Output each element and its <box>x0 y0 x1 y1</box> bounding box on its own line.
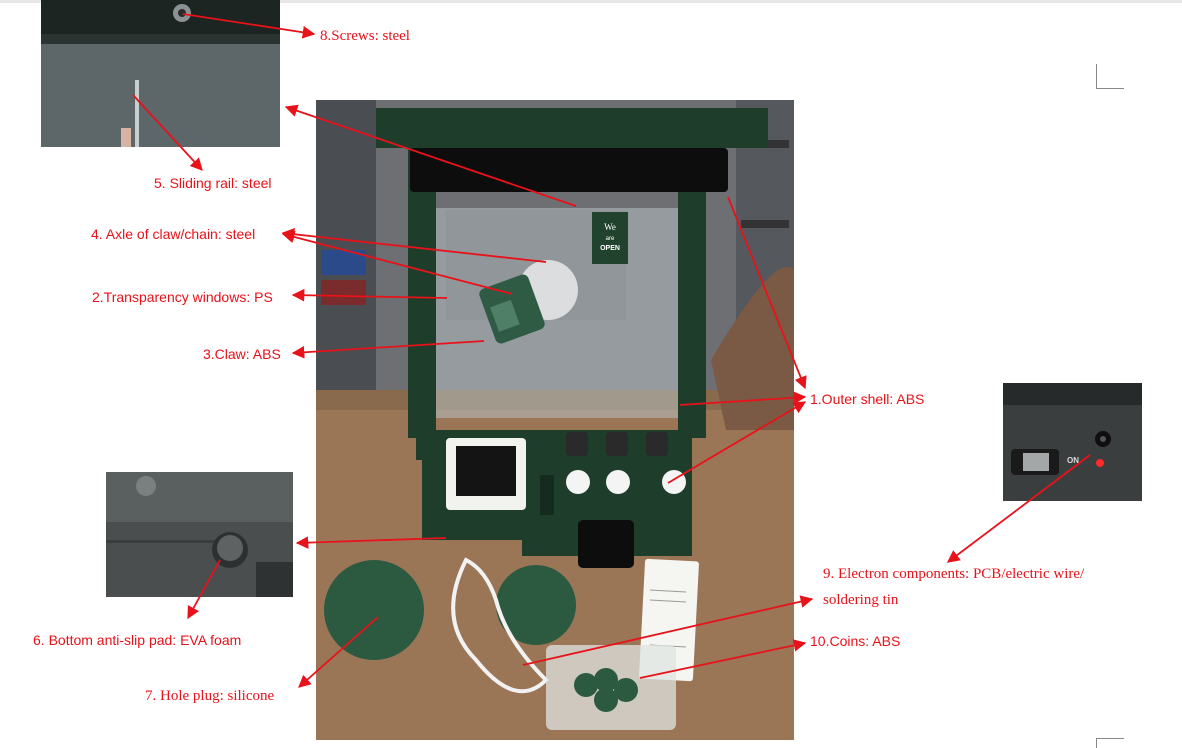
arrow-sliding-rail-main <box>284 104 577 207</box>
arrow-axle-1 <box>281 227 547 263</box>
label-electron-line1: 9. Electron components: PCB/electric wir… <box>823 566 1085 582</box>
arrow-claw <box>291 340 485 359</box>
label-coins: 10.Coins: ABS <box>810 633 901 649</box>
inset-photo-screws-rail <box>41 0 280 147</box>
sign-open-text: OPEN <box>600 245 620 252</box>
top-border-line <box>0 0 1182 3</box>
arrow-outer-shell-2 <box>679 391 807 406</box>
label-axle: 4. Axle of claw/chain: steel <box>91 226 256 242</box>
corner-mark-bottom <box>1096 738 1124 748</box>
arrow-sliding-rail-inset <box>132 94 203 171</box>
sign-we-text: We <box>604 222 616 232</box>
arrow-anti-slip-main <box>295 536 447 549</box>
arrow-electron-inset <box>946 454 1091 563</box>
inset-photo-switch: ON <box>1003 383 1142 501</box>
arrow-windows <box>291 288 448 302</box>
corner-mark-top <box>1096 64 1124 89</box>
label-claw: 3.Claw: ABS <box>203 346 281 362</box>
arrow-axle-2 <box>281 230 513 295</box>
label-hole-plug: 7. Hole plug: silicone <box>145 688 275 704</box>
arrow-coins <box>639 639 807 679</box>
switch-on-text: ON <box>1067 456 1079 465</box>
label-outer-shell: 1.Outer shell: ABS <box>810 391 925 407</box>
label-sliding-rail: 5. Sliding rail: steel <box>154 175 272 191</box>
label-screws: 8.Screws: steel <box>320 28 410 44</box>
arrow-electron-main <box>522 595 814 666</box>
arrow-outer-shell-3 <box>667 401 807 484</box>
arrow-hole-plug <box>298 616 379 688</box>
sign-are-text: are <box>606 236 615 242</box>
label-electron-line2: soldering tin <box>823 592 899 608</box>
label-anti-slip: 6. Bottom anti-slip pad: EVA foam <box>33 632 242 648</box>
arrow-screws <box>182 13 316 39</box>
label-windows: 2.Transparency windows: PS <box>92 289 273 305</box>
inset-photo-anti-slip-pad <box>106 472 293 597</box>
arrow-outer-shell-1 <box>727 196 807 390</box>
arrow-anti-slip-inset <box>187 559 221 620</box>
